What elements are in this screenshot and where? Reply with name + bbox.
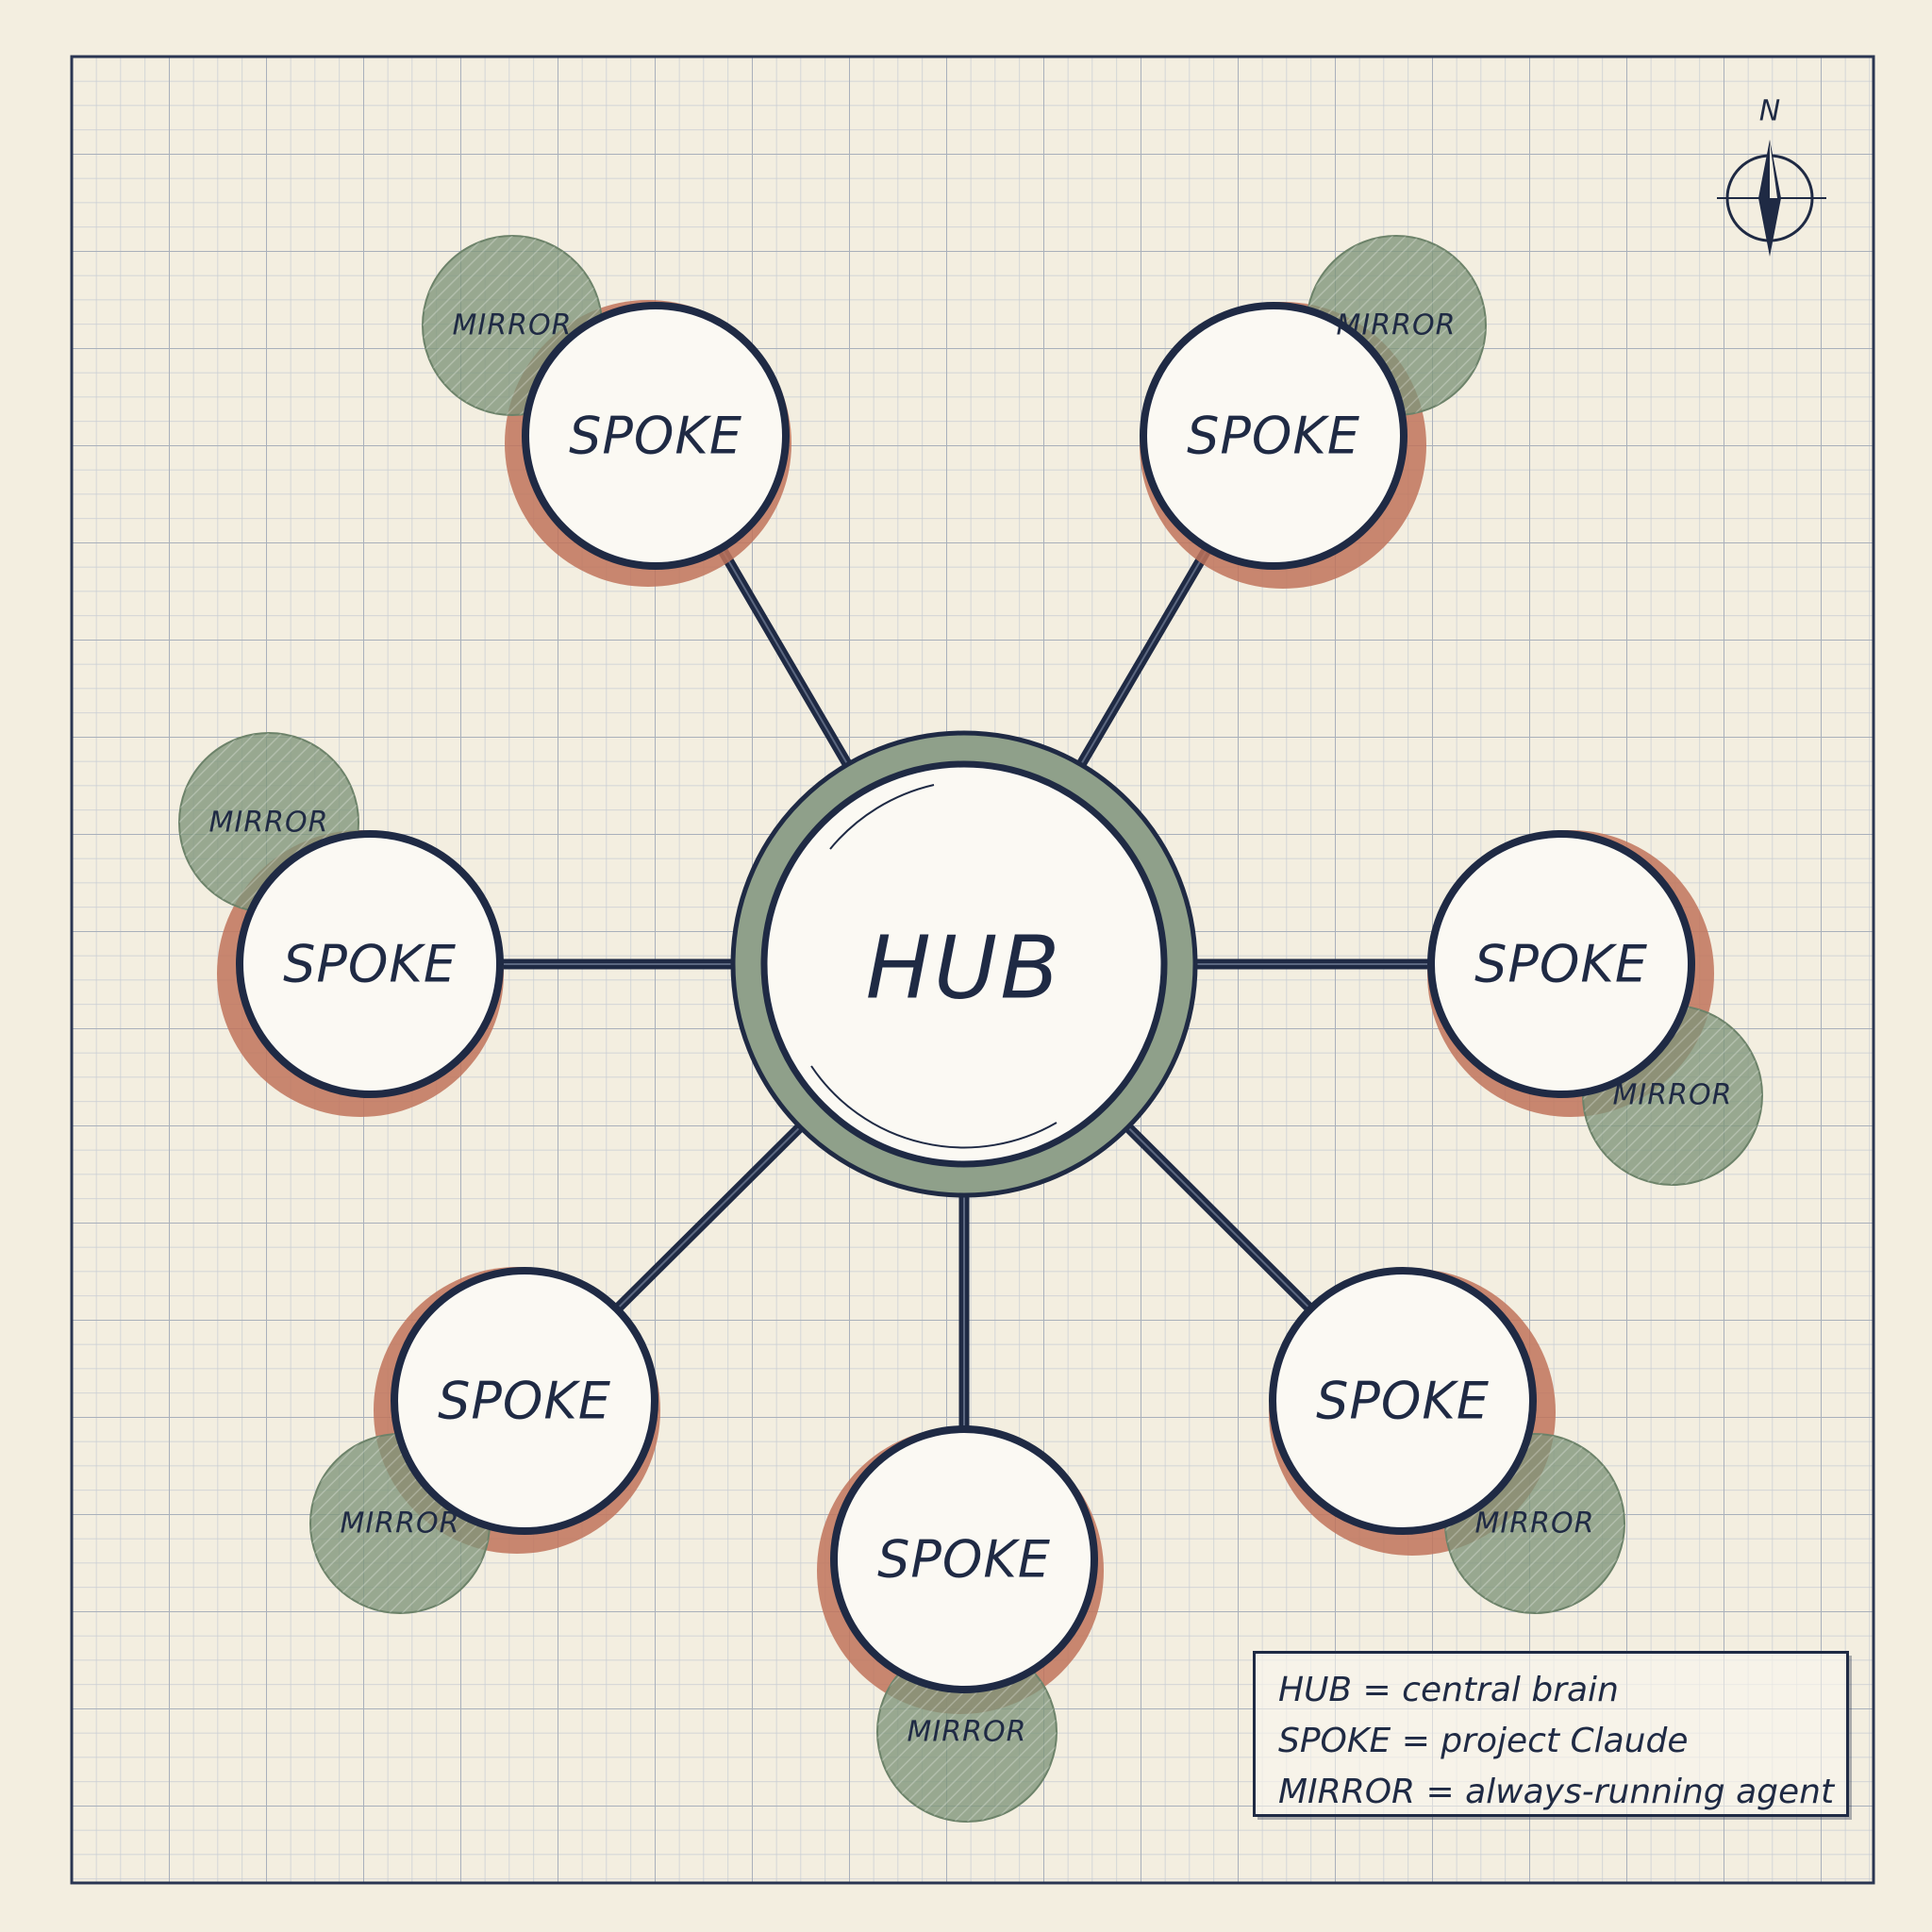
compass-rose: N — [1717, 95, 1826, 257]
connectors — [492, 541, 1439, 1437]
spoke-circle — [830, 1425, 1098, 1693]
hub-label: HUB — [866, 918, 1063, 1019]
mirror-label: MIRROR — [1337, 309, 1457, 342]
spoke-node: SPOKE MIRROR — [178, 732, 504, 1117]
spoke-label: SPOKE — [1187, 407, 1360, 466]
legend-item-hub: HUB = central brain — [1278, 1671, 1619, 1709]
spoke-circle — [1269, 1267, 1537, 1535]
connector-line-highlight — [1070, 545, 1210, 782]
spoke-circle — [391, 1267, 658, 1535]
connector-line-highlight — [1113, 1113, 1313, 1311]
hub-sketch-stroke — [810, 1065, 1058, 1149]
mirror-label: MIRROR — [908, 1716, 1027, 1749]
spoke-circle — [236, 830, 504, 1098]
mirror-hatching — [877, 1642, 1057, 1822]
spoke-label: SPOKE — [569, 407, 742, 466]
spoke-node: SPOKE MIRROR — [1269, 1267, 1625, 1614]
spoke-circle — [1140, 302, 1407, 570]
mirror-label: MIRROR — [1475, 1507, 1595, 1541]
spoke-node: SPOKE MIRROR — [309, 1267, 660, 1614]
spoke-label: SPOKE — [438, 1372, 611, 1431]
spoke-nodes: SPOKE MIRROR SPOKE MIRROR SPOKE MIRROR SPOKE MI… — [178, 235, 1763, 1823]
spoke-label: SPOKE — [1474, 935, 1648, 994]
connector-line-highlight — [614, 1112, 815, 1311]
spoke-node: SPOKE MIRROR — [1427, 830, 1763, 1186]
compass-needle-highlight — [1770, 142, 1777, 198]
spoke-label: SPOKE — [877, 1530, 1051, 1590]
spoke-node: SPOKE MIRROR — [817, 1425, 1104, 1823]
legend-box: HUB = central brain SPOKE = project Clau… — [1253, 1651, 1849, 1817]
mirror-label: MIRROR — [341, 1507, 460, 1541]
hub-inner-circle — [760, 760, 1168, 1168]
mirror-label: MIRROR — [1613, 1079, 1733, 1112]
mirror-label: MIRROR — [453, 309, 573, 342]
spoke-circle — [522, 302, 790, 570]
mirror-label: MIRROR — [209, 807, 329, 840]
spoke-label: SPOKE — [283, 935, 457, 994]
hub-sketch-stroke-top — [829, 784, 935, 850]
spoke-label: SPOKE — [1316, 1372, 1490, 1431]
spoke-node: SPOKE MIRROR — [1140, 235, 1487, 589]
spoke-circle — [1427, 830, 1695, 1098]
legend-item-mirror: MIRROR = always-running agent — [1278, 1773, 1835, 1811]
legend-item-spoke: SPOKE = project Claude — [1278, 1722, 1689, 1760]
compass-north-label: N — [1759, 95, 1780, 128]
connector-line-highlight — [719, 545, 858, 782]
spoke-node: SPOKE MIRROR — [422, 235, 791, 587]
hub-node: HUB — [730, 730, 1198, 1198]
mirror-node — [876, 1641, 1058, 1823]
